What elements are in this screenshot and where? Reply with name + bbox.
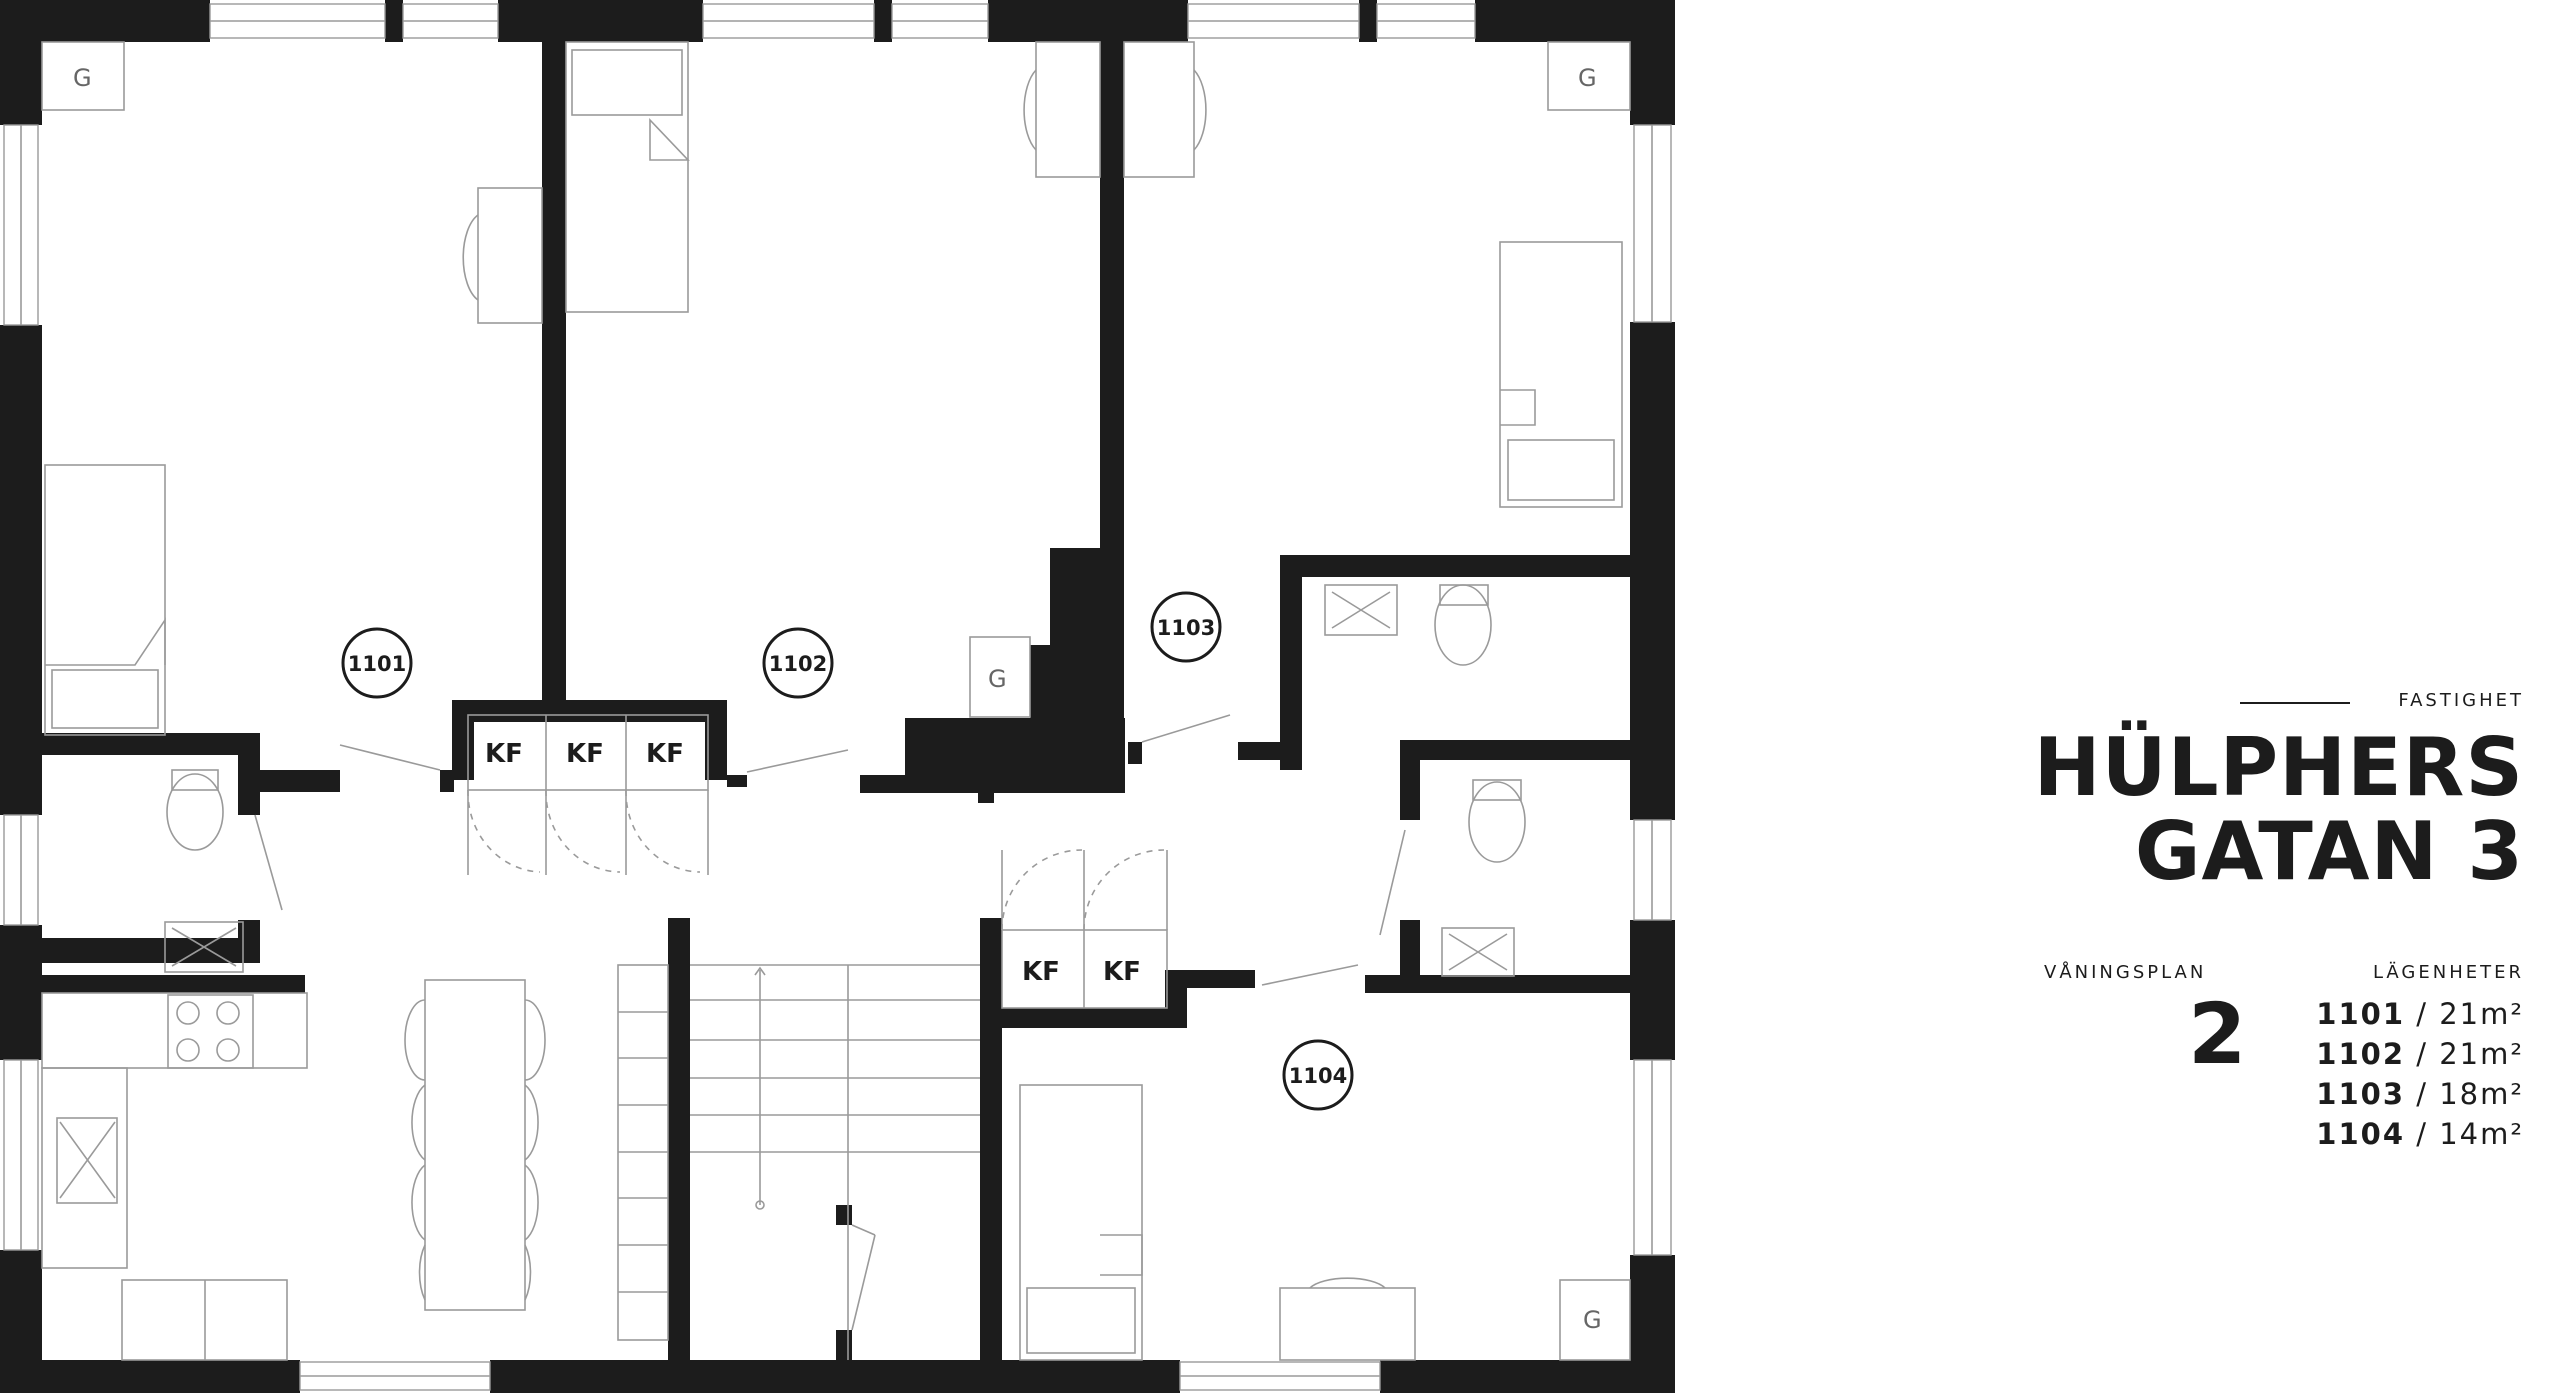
interior-walls (0, 42, 1675, 1363)
wardrobe-label: G (1578, 64, 1597, 92)
storage-closets: KF KF KF KF KF (467, 714, 1168, 1009)
furniture (41, 41, 1623, 1361)
room-label-1103: 1103 (1157, 616, 1215, 640)
property-title-line1: HÜLPHERS (2033, 721, 2524, 814)
property-label: FASTIGHET (2398, 690, 2524, 711)
floor-label: VÅNINGSPLAN (2044, 962, 2207, 983)
room-label-1101: 1101 (348, 652, 406, 676)
wardrobe-label: G (988, 665, 1007, 693)
property-title-line2: GATAN 3 (2134, 805, 2524, 898)
storage-label: KF (646, 739, 684, 769)
divider-rule (2240, 702, 2350, 704)
apartments-label: LÄGENHETER (2372, 962, 2524, 983)
storage-label: KF (1022, 957, 1060, 987)
doors (254, 714, 1406, 1331)
room-label-1104: 1104 (1289, 1064, 1347, 1088)
title-block: FASTIGHET HÜLPHERS GATAN 3 VÅNINGSPLAN L… (2020, 680, 2540, 1200)
storage-label: KF (485, 739, 523, 769)
property-title: HÜLPHERS GATAN 3 (2034, 726, 2524, 894)
storage-label: KF (566, 739, 604, 769)
apartment-item: 1102 / 21m² (2316, 1037, 2524, 1071)
wardrobe-label: G (1583, 1306, 1602, 1334)
apartment-list: 1101 / 21m² 1102 / 21m² 1103 / 18m² 1104… (2316, 994, 2524, 1154)
room-label-1102: 1102 (769, 652, 827, 676)
storage-label: KF (1103, 957, 1141, 987)
apartment-item: 1104 / 14m² (2316, 1117, 2524, 1151)
wardrobe-label: G (73, 64, 92, 92)
apartment-item: 1103 / 18m² (2316, 1077, 2524, 1111)
apartment-item: 1101 / 21m² (2316, 997, 2524, 1031)
floor-number: 2 (2188, 985, 2247, 1083)
wardrobes: G G G G (41, 41, 1631, 1361)
windows (3, 3, 1672, 1391)
room-labels: 1101 1102 1103 1104 (341, 591, 1354, 1111)
outer-walls (0, 0, 1675, 1393)
